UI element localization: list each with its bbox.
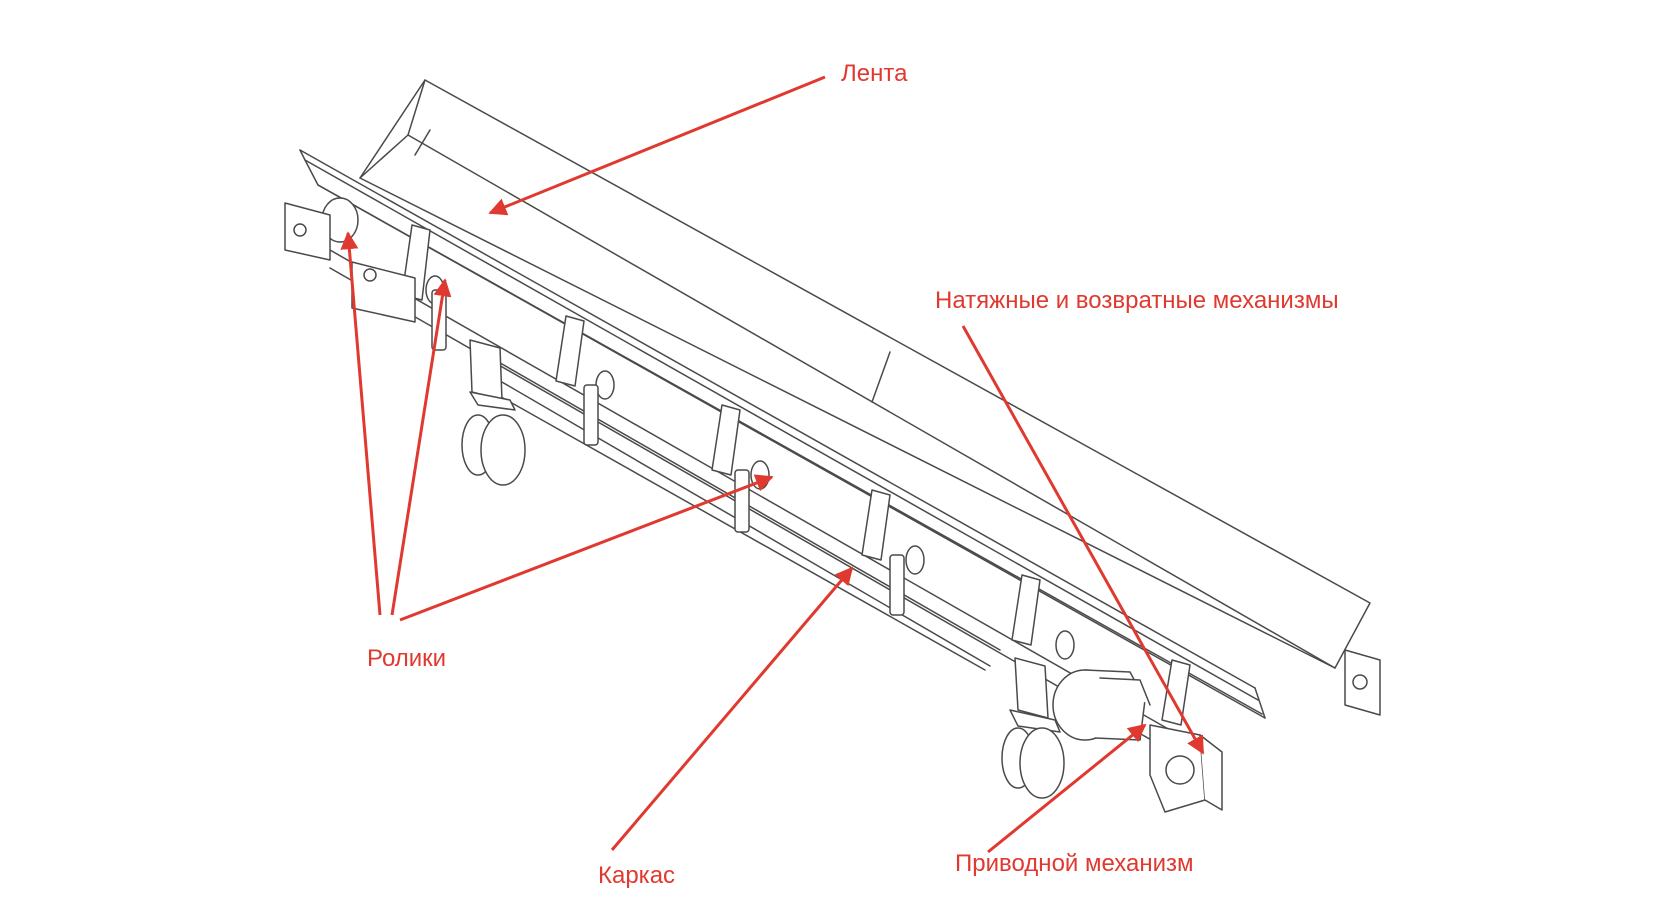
tail-end	[284, 202, 416, 323]
side-rail	[299, 149, 1266, 719]
arrow-tension	[961, 325, 1205, 755]
label-belt: Лента	[841, 60, 908, 87]
cross-brackets	[401, 224, 1191, 726]
left-wheel	[461, 339, 526, 486]
label-tension-mechanisms: Натяжные и возвратные механизмы	[935, 287, 1339, 314]
drive-unit	[1052, 669, 1223, 813]
belt	[359, 79, 1371, 669]
arrow-frame	[610, 566, 854, 851]
label-rollers: Ролики	[367, 645, 447, 672]
conveyor	[284, 79, 1381, 813]
arrow-belt	[488, 75, 826, 216]
right-wheel	[1001, 657, 1065, 799]
arrow-roller-3	[399, 474, 774, 622]
arrow-drive	[987, 723, 1147, 854]
head-end	[1344, 649, 1381, 716]
arrow-roller-2	[390, 278, 452, 616]
label-frame: Каркас	[598, 862, 676, 889]
annotation-arrows	[340, 75, 1205, 854]
label-drive-mechanism: Приводной механизм	[955, 850, 1194, 877]
arrow-roller-1	[340, 231, 382, 616]
